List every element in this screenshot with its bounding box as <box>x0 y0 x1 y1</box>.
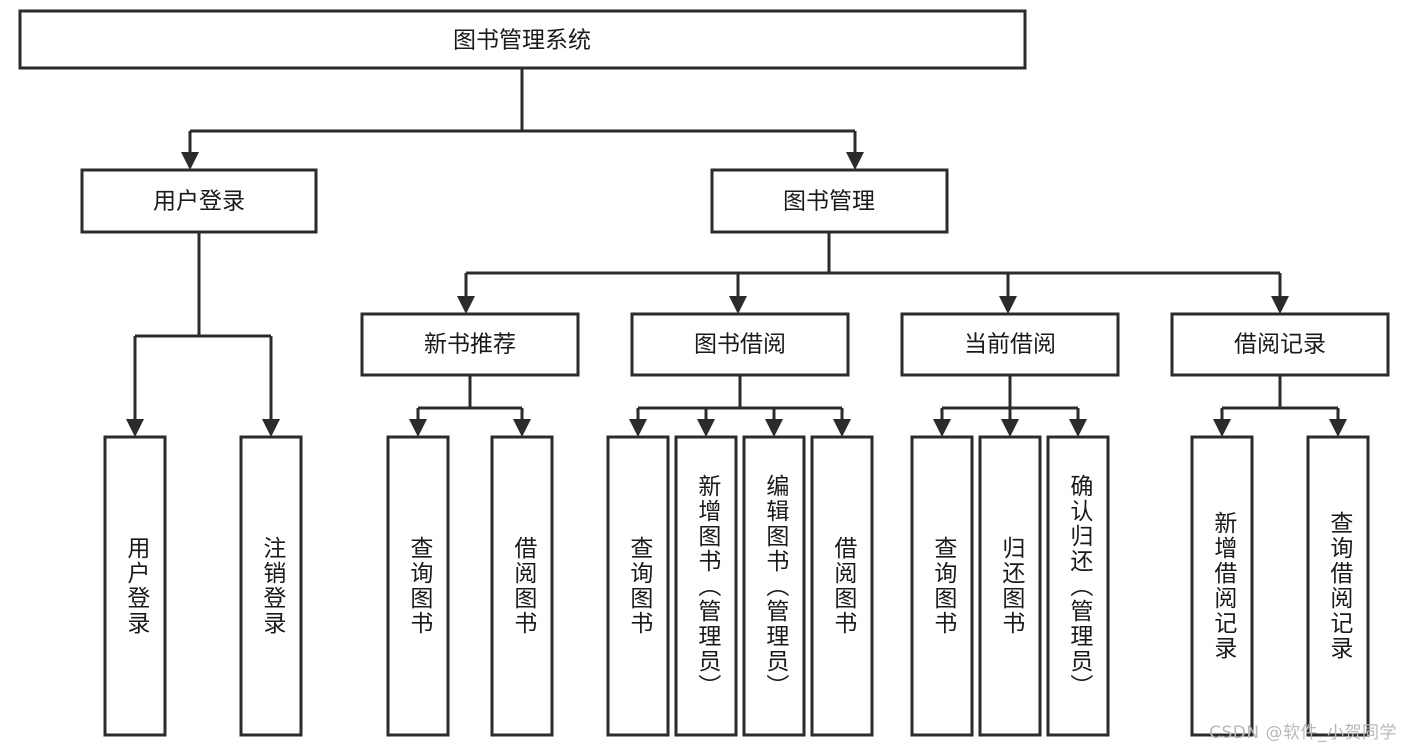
node-leaf-add-book[interactable] <box>674 435 738 737</box>
node-leaf-user-login[interactable] <box>103 435 167 737</box>
node-borrow-record[interactable]: 借阅记录 <box>1170 312 1390 377</box>
node-leaf-query-book-1[interactable] <box>386 435 450 737</box>
connector-borrow-to-leaves <box>629 375 851 437</box>
connector-currentborrow-to-leaves <box>933 375 1087 437</box>
node-new-book-recommend[interactable]: 新书推荐 <box>360 312 580 377</box>
connector-userlogin-to-leaves <box>126 232 280 437</box>
node-leaf-query-book-3[interactable] <box>910 435 974 737</box>
node-user-login[interactable]: 用户登录 <box>80 168 318 234</box>
node-book-management-label: 图书管理 <box>783 189 875 215</box>
node-book-management[interactable]: 图书管理 <box>710 168 949 234</box>
node-leaf-logout[interactable] <box>239 435 303 737</box>
connector-recommend-to-leaves <box>409 375 531 437</box>
node-user-login-label: 用户登录 <box>153 189 245 215</box>
node-leaf-confirm-return[interactable] <box>1046 435 1110 737</box>
node-borrow-record-label: 借阅记录 <box>1234 332 1326 358</box>
csdn-watermark: CSDN @软件_小贺同学 <box>1209 723 1397 743</box>
node-leaf-add-record[interactable] <box>1190 435 1254 737</box>
node-root-system[interactable]: 图书管理系统 <box>18 9 1027 70</box>
node-leaf-query-book-2[interactable] <box>606 435 670 737</box>
node-leaf-query-record[interactable] <box>1306 435 1370 737</box>
node-leaf-edit-book[interactable] <box>742 435 806 737</box>
node-current-borrow[interactable]: 当前借阅 <box>900 312 1120 377</box>
node-new-book-recommend-label: 新书推荐 <box>424 332 516 358</box>
node-leaf-return-book[interactable] <box>978 435 1042 737</box>
node-current-borrow-label: 当前借阅 <box>964 332 1056 358</box>
connector-bookmgmt-to-level3 <box>457 232 1289 314</box>
node-root-label: 图书管理系统 <box>453 28 591 54</box>
node-leaf-borrow-book-2[interactable] <box>810 435 874 737</box>
node-book-borrow-label: 图书借阅 <box>694 332 786 358</box>
node-leaf-borrow-book-1[interactable] <box>490 435 554 737</box>
node-book-borrow[interactable]: 图书借阅 <box>630 312 850 377</box>
connector-root-to-level2 <box>181 68 864 170</box>
connector-record-to-leaves <box>1213 375 1347 437</box>
